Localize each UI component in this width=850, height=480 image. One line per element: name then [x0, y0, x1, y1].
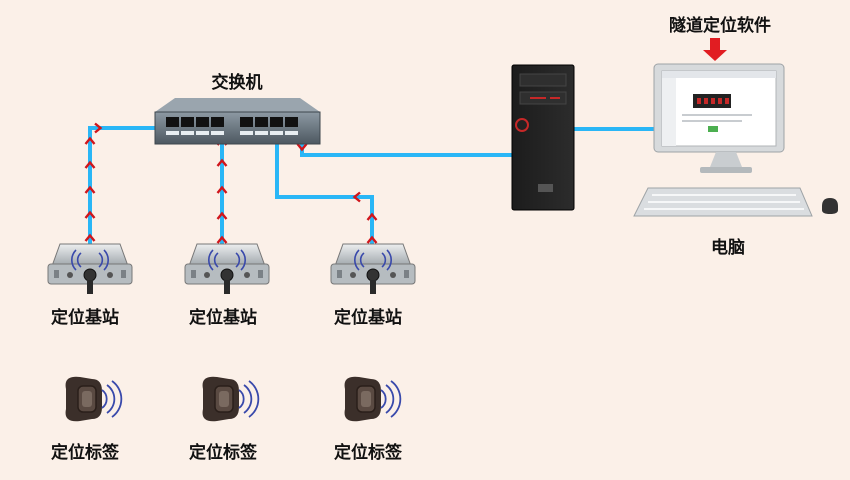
wristband-tag-icon [343, 375, 402, 423]
station-label: 定位基站 [334, 308, 402, 328]
switch-label: 交换机 [211, 73, 263, 93]
red-down-arrow-icon [703, 38, 727, 61]
tag-label: 定位标签 [51, 443, 119, 463]
wristband-tag-icon [64, 375, 123, 423]
base-station-icon [47, 243, 133, 295]
pc-tower-icon [511, 64, 575, 211]
wristband-tag-icon [201, 375, 260, 423]
base-station-icon [330, 243, 416, 295]
computer-label: 电脑 [711, 238, 745, 258]
station-label: 定位基站 [189, 308, 257, 328]
tag-label: 定位标签 [334, 443, 402, 463]
tag-label: 定位标签 [189, 443, 257, 463]
cable-switch-tower [300, 140, 515, 157]
network-switch-icon [154, 98, 321, 145]
base-station-icon [184, 243, 270, 295]
network-cables [88, 126, 658, 250]
cable-station-1 [88, 126, 163, 250]
cable-station-3 [275, 140, 374, 248]
monitor-icon [633, 63, 838, 217]
software-label: 隧道定位软件 [669, 16, 771, 36]
station-label: 定位基站 [51, 308, 119, 328]
